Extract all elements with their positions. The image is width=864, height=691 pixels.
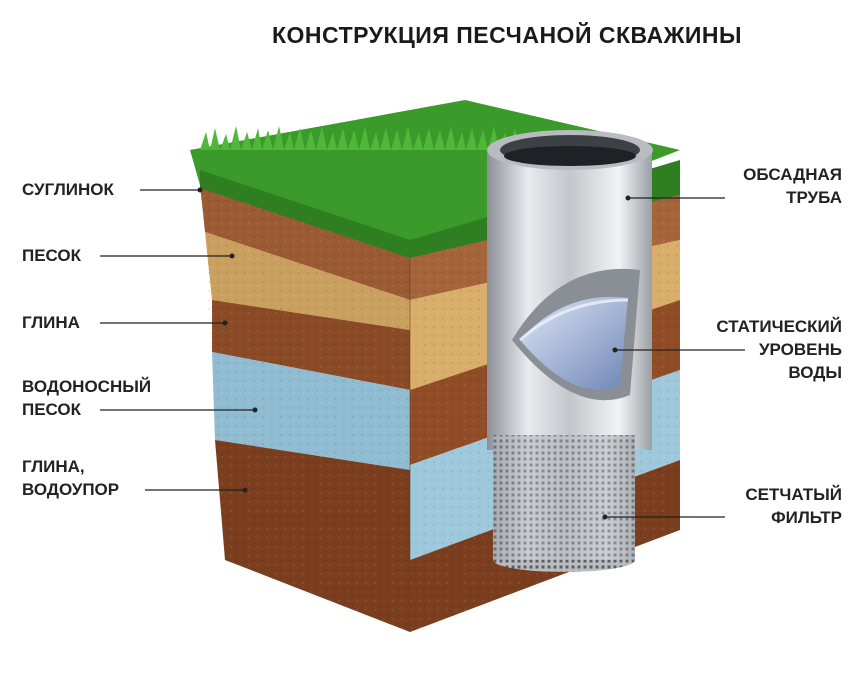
label-aquiclude-clay-line-1: ГЛИНА, <box>22 457 85 476</box>
label-casing-pipe-line-1: ОБСАДНАЯ <box>743 165 842 184</box>
label-mesh-filter-line-1: СЕТЧАТЫЙ <box>745 485 842 504</box>
label-static-water-level: СТАТИЧЕСКИЙ УРОВЕНЬ ВОДЫ <box>716 315 842 384</box>
label-static-water-level-line-3: ВОДЫ <box>788 363 842 382</box>
label-sand: ПЕСОК <box>22 244 81 267</box>
label-aquifer-sand-line-2: ПЕСОК <box>22 400 82 419</box>
label-aquiclude-clay: ГЛИНА, ВОДОУПОР <box>22 455 119 501</box>
label-aquifer-sand-line-1: ВОДОНОСНЫЙ <box>22 377 152 396</box>
label-casing-pipe-line-2: ТРУБА <box>786 188 842 207</box>
label-static-water-level-line-1: СТАТИЧЕСКИЙ <box>716 317 842 336</box>
label-aquifer-sand: ВОДОНОСНЫЙ ПЕСОК <box>22 375 151 421</box>
label-clay: ГЛИНА <box>22 311 80 334</box>
diagram-title: КОНСТРУКЦИЯ ПЕСЧАНОЙ СКВАЖИНЫ <box>272 22 743 48</box>
label-static-water-level-line-2: УРОВЕНЬ <box>758 340 842 359</box>
label-mesh-filter-line-2: ФИЛЬТР <box>771 508 842 527</box>
label-mesh-filter: СЕТЧАТЫЙ ФИЛЬТР <box>745 483 842 529</box>
mesh-filter <box>493 435 635 572</box>
label-aquiclude-clay-line-2: ВОДОУПОР <box>22 480 120 499</box>
leader-lines <box>100 189 745 518</box>
label-sand-line-1: ПЕСОК <box>22 246 82 265</box>
label-loam-line-1: СУГЛИНОК <box>22 180 114 199</box>
label-clay-line-1: ГЛИНА <box>22 313 80 332</box>
label-casing-pipe: ОБСАДНАЯ ТРУБА <box>743 163 842 209</box>
label-loam: СУГЛИНОК <box>22 178 114 201</box>
leader-dots <box>197 187 631 520</box>
casing-pipe <box>487 130 653 450</box>
